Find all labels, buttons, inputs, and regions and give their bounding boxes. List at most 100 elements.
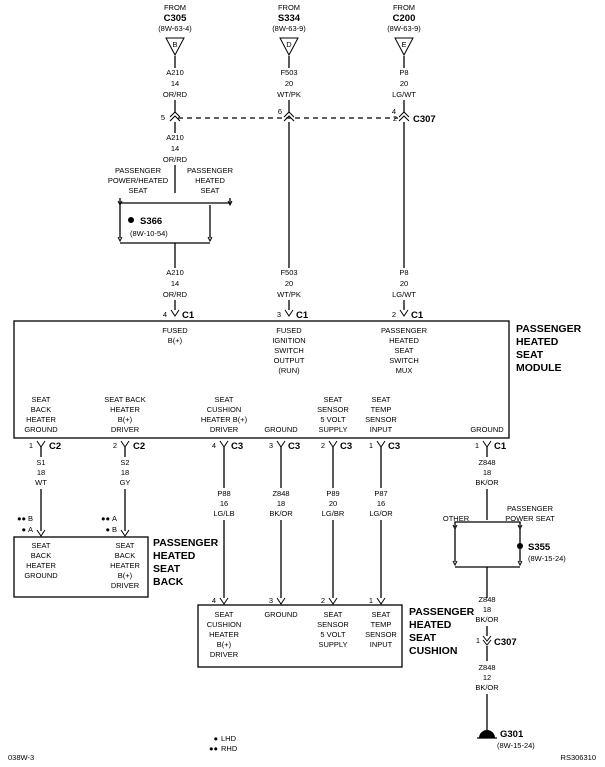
pin-function-label: GROUND (24, 425, 58, 434)
source-letter: D (286, 40, 292, 49)
pin-function-label: 5 VOLT (320, 630, 346, 639)
legend: ● LHD ●● RHD (209, 734, 238, 753)
pin-function-label: GROUND (264, 425, 298, 434)
branch-label-right: SEAT (200, 186, 219, 195)
branch-label-right: PASSENGER (187, 166, 234, 175)
wire-gauge: 18 (121, 468, 129, 477)
wire-circuit: S2 (120, 458, 129, 467)
pin-icon (328, 597, 338, 605)
pin-icon (399, 309, 409, 317)
wire-gauge: 12 (483, 673, 491, 682)
pin-function-label: B(+) (217, 640, 232, 649)
passenger-heated-seat-cushion: PASSENGER HEATED SEAT CUSHION SEAT CUSHI… (197, 604, 475, 668)
splice-id: S366 (140, 216, 162, 227)
pin-number: 2 (321, 441, 325, 450)
pin-function-label: SEAT (371, 610, 390, 619)
wire-circuit: F503 (280, 68, 297, 77)
pin-function-label: SUPPLY (318, 640, 347, 649)
pin-function-label: HEATER (110, 405, 140, 414)
pin-letter: A (28, 525, 33, 534)
source-triangle-icon (165, 37, 185, 57)
pin-function-label: HEATER (209, 630, 239, 639)
connector-label: C3 (340, 441, 352, 452)
wire-color: OR/RD (163, 90, 188, 99)
wire-circuit: Z848 (478, 663, 495, 672)
source-s334: FROM S334 (8W-63-9) D (272, 3, 306, 57)
wire-gauge: 20 (285, 279, 293, 288)
splice-dot-icon (128, 217, 134, 223)
pin-function-label: HEATER (26, 561, 56, 570)
wire-circuit: P8 (399, 268, 408, 277)
wire-gauge: 20 (400, 79, 408, 88)
pin-function-label: SUPPLY (318, 425, 347, 434)
pin-function-label: HEATED (389, 336, 419, 345)
pin-function-label: SEAT (115, 541, 134, 550)
component-name: SEAT (409, 632, 437, 644)
wire-gauge: 18 (483, 605, 491, 614)
pin-function-label: BACK (115, 551, 135, 560)
wire-gauge: 14 (171, 279, 179, 288)
pin-function-label: B(+) (118, 415, 133, 424)
pin-function-label: TEMP (371, 405, 392, 414)
pin-function-label: HEATER (26, 415, 56, 424)
source-ref: (8W-63-4) (158, 24, 192, 33)
legend-label: RHD (221, 744, 238, 753)
pin-number: 5 (161, 113, 165, 122)
pin-function-label: PASSENGER (381, 326, 428, 335)
wire-circuit: S1 (36, 458, 45, 467)
from-label: FROM (393, 3, 415, 12)
branch-label-left: POWER/HEATED (108, 176, 169, 185)
wire-label-f503-top: F503 20 WT/PK (277, 68, 301, 99)
from-label: FROM (278, 3, 300, 12)
wire-gauge: 16 (377, 499, 385, 508)
wire-gauge: 20 (285, 79, 293, 88)
pin-function-label: B(+) (168, 336, 183, 345)
wire-color: BK/OR (475, 478, 499, 487)
pin-function-label: SEAT (394, 346, 413, 355)
connector-label: C1 (411, 310, 424, 321)
module-name: PASSENGER (516, 323, 582, 335)
wire-label-a210-mid: A210 14 OR/RD (163, 133, 188, 164)
pin-function-label: SEAT (31, 541, 50, 550)
pin-function-label: IGNITION (272, 336, 305, 345)
branch-label-right: HEATED (195, 176, 225, 185)
branch-label-right: PASSENGER (507, 504, 554, 513)
wire-gauge: 16 (220, 499, 228, 508)
seat-cushion-pins: 4 3 2 1 (212, 596, 386, 605)
connector-c307-bottom: 1 C307 (476, 635, 517, 648)
source-ref: (8W-63-9) (387, 24, 421, 33)
pin-function-label: CUSHION (207, 405, 242, 414)
component-name: PASSENGER (153, 537, 219, 549)
branch-marker-icon (117, 236, 213, 243)
component-name: BACK (153, 576, 184, 588)
pin-function-label: SENSOR (365, 415, 397, 424)
pin-number: 2 (113, 441, 117, 450)
pin-function-label: SENSOR (317, 405, 349, 414)
pin-function-label: TEMP (371, 620, 392, 629)
ground-g301: G301 (8W-15-24) (477, 729, 535, 750)
branch-labels: PASSENGER POWER/HEATED SEAT PASSENGER HE… (108, 166, 234, 195)
pin-icon (36, 529, 46, 537)
branch-label-left: SEAT (128, 186, 147, 195)
footer-right-code: RS306310 (561, 753, 596, 762)
pin-function-label: SEAT (323, 395, 342, 404)
pin-function-label: B(+) (118, 571, 133, 580)
component-name: HEATED (153, 550, 196, 562)
wire-circuit: P88 (217, 489, 230, 498)
wire-color: LG/LB (213, 509, 234, 518)
pin-function-label: HEATER B(+) (201, 415, 248, 424)
splice-ref: (8W-15-24) (528, 554, 566, 563)
wire-color: WT/PK (277, 290, 301, 299)
wire-gauge: 18 (483, 468, 491, 477)
pin-function-label: HEATER (110, 561, 140, 570)
splice-top-line (454, 521, 521, 527)
wire-label-z848-ground-1: Z848 18 BK/OR (475, 595, 499, 624)
splice-s366: S366 (8W-10-54) (128, 216, 168, 238)
wire-circuit: P87 (374, 489, 387, 498)
pin-function-label: DRIVER (210, 650, 239, 659)
pin-icon (36, 440, 46, 448)
pin-icon (376, 597, 386, 605)
connector-label: C3 (388, 441, 400, 452)
pin-function-label: SEAT (371, 395, 390, 404)
